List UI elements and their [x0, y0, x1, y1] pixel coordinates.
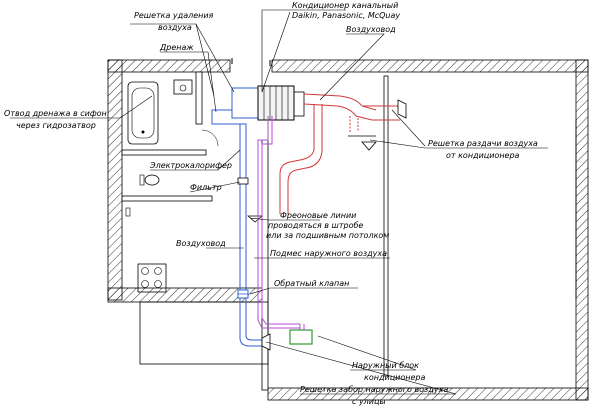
- toilet-fixture: [139, 174, 160, 186]
- label-freon-1: Фреоновые линии: [280, 211, 356, 220]
- leader-lines: [10, 9, 548, 395]
- label-grille-exhaust-1: Решетка удаления: [134, 11, 214, 20]
- label-freon-2: проводяться в штробе: [268, 221, 363, 230]
- label-heater: Электрокалорифер: [149, 161, 232, 170]
- stove-fixture: [137, 263, 167, 293]
- label-ac-unit-2: Daikin, Panasonic, McQuay: [292, 11, 400, 20]
- label-drain: Дренаж: [159, 43, 194, 52]
- sink-fixture: [173, 79, 193, 95]
- ducted-ac-unit: [231, 85, 305, 121]
- label-intake-grille-2: с улицы: [352, 397, 386, 406]
- label-freon-3: или за подшивным потолком: [266, 231, 389, 240]
- label-supply-grille-1: Решетка раздачи воздуха: [428, 139, 538, 148]
- label-grille-exhaust-2: воздуха: [158, 23, 192, 32]
- label-duct-mid: Воздуховод: [176, 239, 226, 248]
- label-drain-outlet-1: Отвод дренажа в сифон: [4, 109, 107, 118]
- drain-line-blue: [211, 109, 268, 347]
- supply-grille-icon: [247, 99, 407, 223]
- filter-icon: [237, 177, 249, 185]
- freon-lines-magenta: [257, 116, 300, 329]
- check-valve-icon: [237, 289, 249, 299]
- label-outdoor-unit-1: Наружный блок: [352, 361, 419, 370]
- label-check-valve: Обратный клапан: [274, 279, 349, 288]
- label-filter: Фильтр: [190, 183, 222, 192]
- label-ac-unit-1: Кондиционер канальный: [292, 1, 398, 10]
- label-outdoor-air: Подмес наружного воздуха: [270, 249, 387, 258]
- top-marks: [231, 58, 271, 66]
- label-outdoor-unit-2: кондиционера: [364, 373, 425, 382]
- label-duct-top: Воздуховод: [346, 25, 396, 34]
- label-supply-grille-2: от кондиционера: [446, 151, 520, 160]
- outdoor-unit: [289, 324, 313, 345]
- label-intake-grille-1: Решетка забор наружного воздуха: [300, 385, 448, 394]
- bathtub-fixture: [127, 81, 159, 145]
- door-marks: [125, 129, 219, 217]
- label-drain-outlet-2: через гидрозатвор: [16, 121, 96, 130]
- walls: [107, 59, 589, 401]
- supply-duct-red: [279, 93, 400, 214]
